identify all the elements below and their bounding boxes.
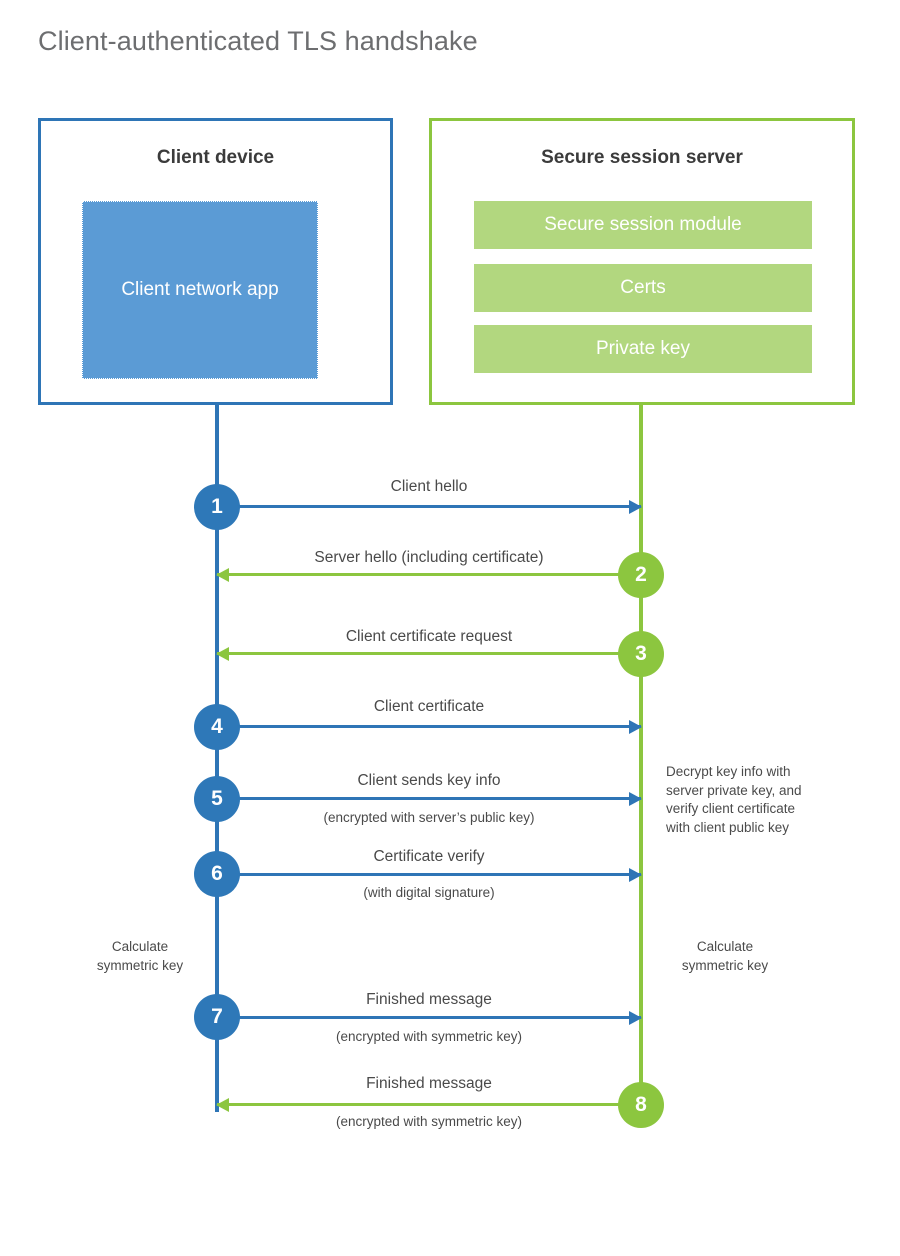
message-label-2: Server hello (including certificate) xyxy=(314,549,544,566)
message-arrow-2 xyxy=(216,567,641,582)
step-circle-6[interactable]: 6 xyxy=(194,851,240,897)
server-component-label: Secure session module xyxy=(544,214,742,235)
page-title: Client-authenticated TLS handshake xyxy=(38,26,478,56)
arrowhead-icon xyxy=(629,867,642,882)
server-lifeline xyxy=(639,405,643,1105)
step-circle-8[interactable]: 8 xyxy=(618,1082,664,1128)
step-circle-5[interactable]: 5 xyxy=(194,776,240,822)
message-arrow-4 xyxy=(217,719,642,734)
arrowhead-icon xyxy=(629,1010,642,1025)
arrowhead-icon xyxy=(216,646,229,661)
client-device-title: Client device xyxy=(156,147,275,168)
message-label-8: Finished message xyxy=(366,1075,492,1092)
message-label-7: Finished message xyxy=(366,991,492,1008)
message-arrow-7 xyxy=(217,1010,642,1025)
message-label-1: Client hello xyxy=(390,478,468,495)
client-lifeline xyxy=(215,405,219,1112)
message-arrow-1 xyxy=(217,499,642,514)
step-circle-7[interactable]: 7 xyxy=(194,994,240,1040)
step-circle-4[interactable]: 4 xyxy=(194,704,240,750)
arrowhead-icon xyxy=(216,567,229,582)
arrowhead-icon xyxy=(629,719,642,734)
message-label-4: Client certificate xyxy=(373,698,485,715)
message-sublabel-8: (encrypted with symmetric key) xyxy=(335,1114,523,1129)
server-component-certs: Certs xyxy=(474,264,812,312)
message-label-5: Client sends key info xyxy=(357,772,501,789)
client-network-app-label: Client network app xyxy=(121,279,279,301)
server-component-label: Private key xyxy=(596,338,690,359)
secure-session-server-title: Secure session server xyxy=(541,147,743,168)
arrowhead-icon xyxy=(629,791,642,806)
message-arrow-5 xyxy=(217,791,642,806)
client-device-box: Client device Client network app xyxy=(38,118,393,405)
message-arrow-8 xyxy=(216,1097,641,1112)
server-component-private-key: Private key xyxy=(474,325,812,373)
server-component-secure-session-module: Secure session module xyxy=(474,201,812,249)
message-label-6: Certificate verify xyxy=(373,848,485,865)
message-sublabel-7: (encrypted with symmetric key) xyxy=(335,1029,523,1044)
step-circle-1[interactable]: 1 xyxy=(194,484,240,530)
message-sublabel-6: (with digital signature) xyxy=(363,885,495,900)
arrowhead-icon xyxy=(629,499,642,514)
arrowhead-icon xyxy=(216,1097,229,1112)
server-component-label: Certs xyxy=(620,277,666,298)
step-circle-3[interactable]: 3 xyxy=(618,631,664,677)
message-label-3: Client certificate request xyxy=(345,628,513,645)
client-network-app-block: Client network app xyxy=(82,201,318,379)
step-circle-2[interactable]: 2 xyxy=(618,552,664,598)
message-arrow-3 xyxy=(216,646,641,661)
message-sublabel-5: (encrypted with server’s public key) xyxy=(323,810,535,825)
message-arrow-6 xyxy=(217,867,642,882)
secure-session-server-box: Secure session server Secure session mod… xyxy=(429,118,855,405)
